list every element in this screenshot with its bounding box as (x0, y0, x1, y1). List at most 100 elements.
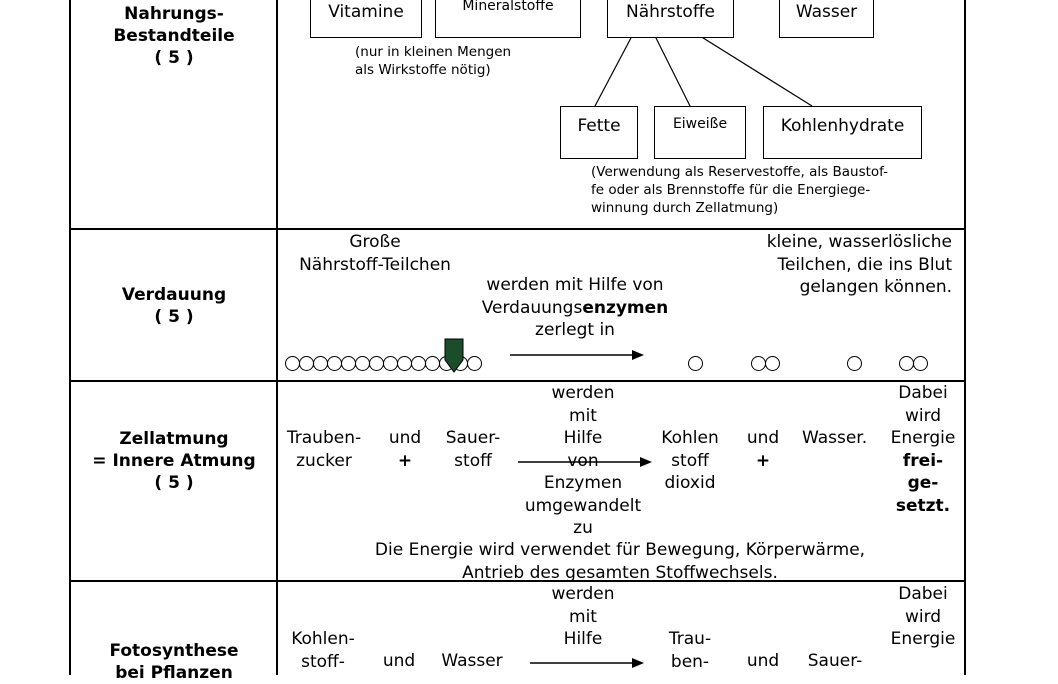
row-label-zellatmung: Zellatmung = Innere Atmung ( 5 ) (72, 428, 276, 494)
text-line: zerlegt in (535, 320, 615, 340)
box-eiweisse: Eiweiße (654, 106, 746, 159)
text-line: Wasser. (802, 428, 868, 448)
zellatmung-und-plus-2: und + (738, 427, 788, 472)
text-line: stoff (454, 450, 492, 471)
particle-circle (313, 356, 328, 371)
box-fette: Fette (560, 106, 638, 159)
text-line: Kohlen (661, 428, 719, 448)
text-line: Wasser (441, 651, 503, 671)
text-line: Trau- (668, 629, 712, 649)
row-divider-3 (69, 580, 966, 582)
note-verwendung: (Verwendung als Reservestoffe, als Baust… (591, 163, 888, 217)
text-line: mit (569, 405, 597, 426)
box-wasser: Wasser (779, 0, 874, 38)
text-line: werden mit Hilfe von (486, 275, 664, 295)
label-line: Fotosynthese (109, 641, 239, 661)
box-label: Mineralstoffe (462, 0, 554, 14)
zellatmung-arrow-text: werden mit Hilfe von Enzymen umgewandelt… (513, 382, 653, 540)
particle-circle (285, 356, 300, 371)
text-line: wird (904, 606, 942, 627)
text-line: werden (551, 383, 615, 403)
particle-circle (327, 356, 342, 371)
box-naehrstoffe: Nährstoffe (607, 0, 734, 38)
fotosynthese-dabei-wird-energie: Dabei wird Energie (884, 583, 962, 651)
text-line: kleine, wasserlösliche (766, 232, 952, 252)
fotosynthese-arrow-icon (530, 658, 644, 668)
verdauung-large-particles-text: Große Nährstoff-Teilchen (280, 231, 470, 276)
particle-circle (425, 356, 440, 371)
text-line: stoff (671, 450, 709, 471)
label-line: Zellatmung (119, 429, 229, 449)
particle-circle (913, 356, 928, 371)
text-line: Enzymen (543, 473, 623, 493)
box-label: Wasser (795, 2, 858, 22)
zellatmung-wasser: Wasser. (802, 427, 867, 450)
particle-circle (383, 356, 398, 371)
text-line: von (567, 450, 599, 471)
row-label-nahrungsbestandteile: Nahrungs- Bestandteile ( 5 ) (72, 3, 276, 69)
label-line: ( 5 ) (154, 473, 194, 493)
text-line: Sauer- (807, 651, 863, 671)
box-label: Vitamine (328, 2, 404, 22)
fotosynthese-und-2: und (738, 650, 788, 673)
particle-circle (341, 356, 356, 371)
fotosynthese-sauerstoff: Sauer- (800, 650, 870, 673)
row-label-verdauung: Verdauung ( 5 ) (72, 284, 276, 328)
plus-sign: + (755, 450, 771, 471)
particle-circle (411, 356, 426, 371)
box-vitamine: Vitamine (310, 0, 422, 38)
text-line: umgewandelt (524, 495, 642, 516)
table-right-border (964, 0, 966, 675)
zellatmung-energie-verwendung: Die Energie wird verwendet für Bewegung,… (300, 539, 940, 584)
text-line: Große (349, 232, 401, 252)
zellatmung-traubenzucker: Trauben- zucker (278, 427, 370, 472)
text-part: Verdauungs (481, 297, 583, 318)
text-line: werden (551, 584, 615, 604)
note-line: fe oder als Brennstoffe für die Energieg… (591, 182, 871, 198)
text-line: Verdauungsenzymen (455, 297, 695, 320)
zellatmung-kohlenstoffdioxid: Kohlen stoff dioxid (652, 427, 728, 495)
box-label: Eiweiße (672, 116, 728, 132)
particle-circle (299, 356, 314, 371)
fotosynthese-kohlenstoffdioxid: Kohlen- stoff- (280, 628, 366, 673)
table-column-divider (276, 0, 278, 675)
fotosynthese-traubenzucker: Trau- ben- (652, 628, 728, 673)
particle-circle (355, 356, 370, 371)
particle-circle (847, 356, 862, 371)
row-label-fotosynthese: Fotosynthese bei Pflanzen (72, 640, 276, 684)
text-line: Energie (890, 629, 956, 649)
note-line: (Verwendung als Reservestoffe, als Baust… (591, 164, 889, 180)
box-label: Nährstoffe (626, 2, 715, 22)
enzymen-bold-text: enzymen (582, 297, 669, 318)
note-line: winnung durch Zellatmung) (591, 200, 779, 216)
text-line: Nährstoff-Teilchen (299, 254, 451, 275)
text-line: und (388, 428, 422, 448)
box-kohlenhydrate: Kohlenhydrate (763, 106, 922, 159)
text-line: dioxid (664, 473, 716, 493)
label-line: Verdauung (121, 285, 227, 305)
text-line: setzt. (895, 495, 951, 516)
particle-circle (751, 356, 766, 371)
text-line: Dabei (898, 383, 948, 403)
label-line: ( 5 ) (154, 48, 194, 68)
row-divider-1 (69, 228, 966, 230)
note-line: als Wirkstoffe nötig) (355, 62, 491, 78)
text-line: ge- (907, 473, 939, 493)
text-line: Energie (890, 428, 956, 448)
zellatmung-arrow-icon (518, 457, 652, 467)
note-wirkstoffe: (nur in kleinen Mengen als Wirkstoffe nö… (355, 43, 511, 79)
text-line: Sauer- (445, 428, 501, 448)
text-line: und (746, 428, 780, 448)
plus-sign: + (397, 450, 413, 471)
particle-circle (369, 356, 384, 371)
zellatmung-sauerstoff: Sauer- stoff (440, 427, 506, 472)
text-line: wird (904, 405, 942, 426)
text-line: und (746, 651, 780, 671)
box-mineralstoffe: Mineralstoffe (435, 0, 581, 38)
verdauung-small-particles-text: kleine, wasserlösliche Teilchen, die ins… (700, 231, 952, 299)
zellatmung-energie-freigesetzt: Dabei wird Energie frei- ge- setzt. (884, 382, 962, 517)
verdauung-arrow-icon (510, 350, 644, 360)
label-line: Bestandteile (113, 26, 235, 46)
text-line: zucker (296, 450, 352, 471)
